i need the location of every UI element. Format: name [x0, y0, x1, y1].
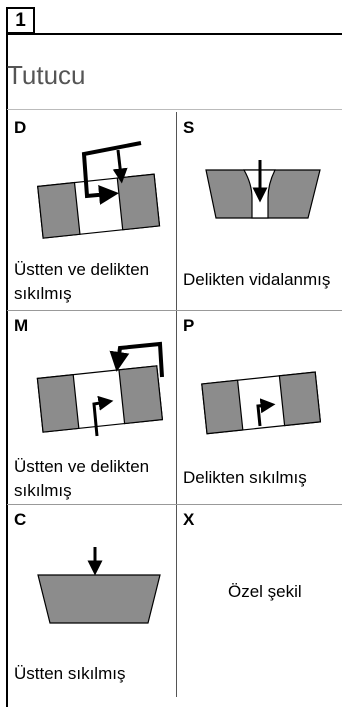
code-X: X — [183, 510, 195, 529]
figure-D-clamp — [81, 141, 142, 205]
row-separator-2 — [7, 504, 342, 505]
code-S: S — [183, 118, 195, 137]
title-divider — [7, 109, 342, 110]
left-frame-line — [6, 7, 8, 707]
caption-M-line-2: sıkılmış — [14, 481, 72, 500]
caption-P: Delikten sıkılmış — [183, 468, 307, 487]
figure-C — [37, 547, 161, 624]
figure-D — [37, 173, 161, 239]
caption-C: Üstten sıkılmış — [14, 664, 126, 683]
figure-D-screw-arrow — [112, 149, 128, 184]
code-P: P — [183, 316, 195, 335]
header-underline — [6, 33, 342, 35]
figure-M — [36, 365, 164, 433]
code-C: C — [14, 510, 27, 529]
caption-M-line-1: Üstten ve delikten — [14, 457, 150, 476]
figure-M-pin-arrow — [92, 395, 114, 437]
code-D: D — [14, 118, 27, 137]
figure-M-clamp — [109, 341, 164, 378]
caption-D: Üstten ve delikten sıkılmış — [14, 258, 149, 306]
figure-S — [205, 160, 321, 219]
column-divider — [176, 112, 177, 697]
page-title: Tutucu — [7, 60, 86, 90]
caption-S: Delikten vidalanmış — [183, 270, 331, 289]
caption-D-line-1: Üstten ve delikten — [14, 260, 150, 279]
caption-X: Özel şekil — [228, 582, 302, 601]
caption-D-line-2: sıkılmış — [14, 284, 72, 303]
row-separator-1 — [7, 310, 342, 311]
caption-M: Üstten ve delikten sıkılmış — [14, 455, 149, 503]
figure-P-pin-arrow — [256, 398, 276, 427]
code-M: M — [14, 316, 29, 335]
